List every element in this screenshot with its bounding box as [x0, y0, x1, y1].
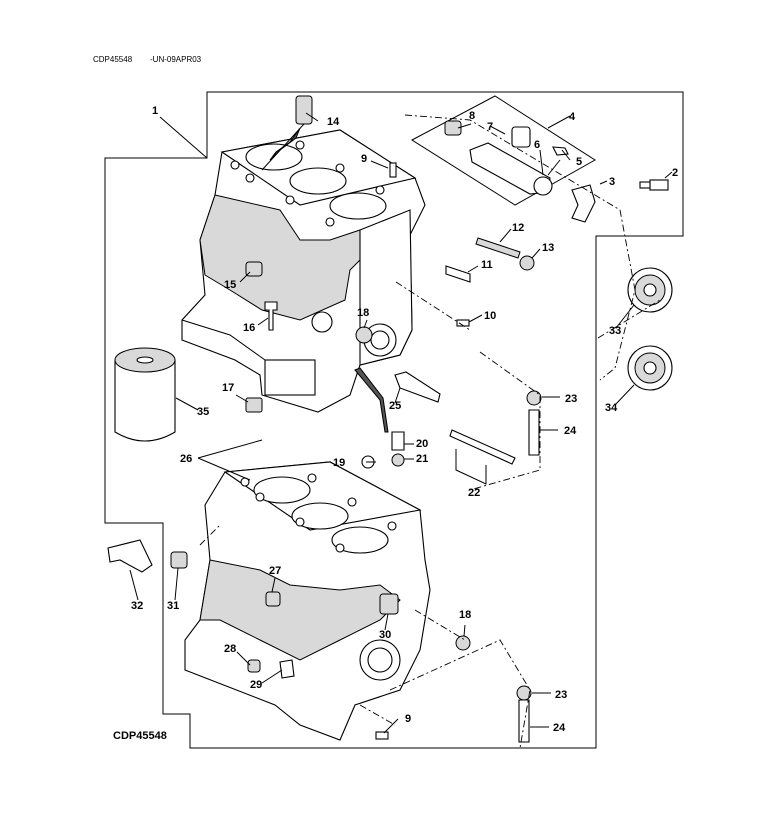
thrust-plate-3: [571, 184, 596, 223]
callout-4: 4: [569, 111, 576, 123]
callout-21: 21: [416, 453, 428, 465]
callout-26: 26: [180, 453, 192, 465]
gear-33: [627, 267, 673, 313]
callout-24-upper: 24: [564, 425, 577, 437]
washer-21: [391, 453, 405, 467]
callout-18-lower: 18: [459, 609, 471, 621]
leader-lines: [129, 112, 673, 734]
callout-35: 35: [197, 406, 209, 418]
callout-19: 19: [333, 457, 345, 469]
washer-23-upper: [526, 390, 542, 406]
pin-9-upper: [389, 162, 397, 178]
callout-10: 10: [484, 310, 496, 322]
cylinder-block-bare: [184, 461, 431, 741]
callout-28: 28: [224, 643, 236, 655]
plug-18-lower: [455, 635, 471, 651]
callout-14: 14: [327, 116, 340, 128]
figure-caption: CDP45548: [113, 730, 167, 742]
jet-29: [279, 659, 295, 679]
callout-1: 1: [152, 105, 158, 117]
callout-23-lower: 23: [555, 689, 567, 701]
callout-20: 20: [416, 438, 428, 450]
callout-9-lower: 9: [405, 713, 411, 725]
oil-filter-35: [114, 347, 176, 442]
plug-28: [247, 659, 261, 673]
callout-18-upper: 18: [357, 307, 369, 319]
dowel-sleeve-14: [261, 95, 313, 171]
callout-24-lower: 24: [553, 722, 566, 734]
callout-16: 16: [243, 322, 255, 334]
callout-9-upper: 9: [361, 153, 367, 165]
callout-11: 11: [481, 259, 493, 271]
callout-3: 3: [609, 176, 615, 188]
gear-34: [627, 345, 673, 391]
sensor-25: [394, 371, 441, 403]
header-revision: -UN-09APR03: [150, 55, 202, 64]
callout-27: 27: [269, 565, 281, 577]
pin-9-lower: [375, 731, 389, 740]
callout-12: 12: [512, 222, 524, 234]
stud-12: [475, 237, 521, 259]
callout-labels: 1 2 3 4 5 6 7 8 9 9 10 11 12 13 14 15 16…: [131, 105, 678, 734]
nut-13: [519, 255, 535, 271]
callout-29: 29: [250, 679, 262, 691]
pin-10: [456, 319, 470, 327]
callout-15: 15: [224, 279, 236, 291]
callout-22: 22: [468, 487, 480, 499]
callout-25: 25: [389, 400, 401, 412]
bolt-24-upper: [528, 409, 540, 456]
callout-23-upper: 23: [565, 393, 577, 405]
assembly-boundary: [104, 91, 684, 749]
callout-33: 33: [609, 325, 621, 337]
callout-2: 2: [672, 167, 678, 179]
callout-30: 30: [379, 629, 391, 641]
callout-17: 17: [222, 382, 234, 394]
callout-34: 34: [605, 402, 618, 414]
bolt-11: [445, 265, 471, 283]
plug-27: [265, 591, 281, 607]
cap-screw-2: [639, 179, 669, 191]
cylinder-block-assembled: [181, 129, 426, 413]
callout-31: 31: [167, 600, 179, 612]
plug-17: [245, 397, 263, 413]
callout-6: 6: [534, 139, 540, 151]
plug-30: [379, 593, 399, 615]
callout-8: 8: [469, 110, 475, 122]
bracket-32: [107, 539, 153, 573]
camshaft-group: [411, 95, 596, 206]
plug-31: [170, 551, 188, 569]
callout-13: 13: [542, 242, 554, 254]
assembly-guide-lines: [199, 114, 661, 749]
callout-32: 32: [131, 600, 143, 612]
screw-16: [264, 301, 278, 331]
header-code: CDP45548: [93, 55, 133, 64]
callout-5: 5: [576, 156, 582, 168]
valve-22: [449, 429, 516, 465]
fitting-20: [391, 431, 405, 451]
callout-7: 7: [487, 121, 493, 133]
plug-18-upper: [355, 326, 373, 344]
